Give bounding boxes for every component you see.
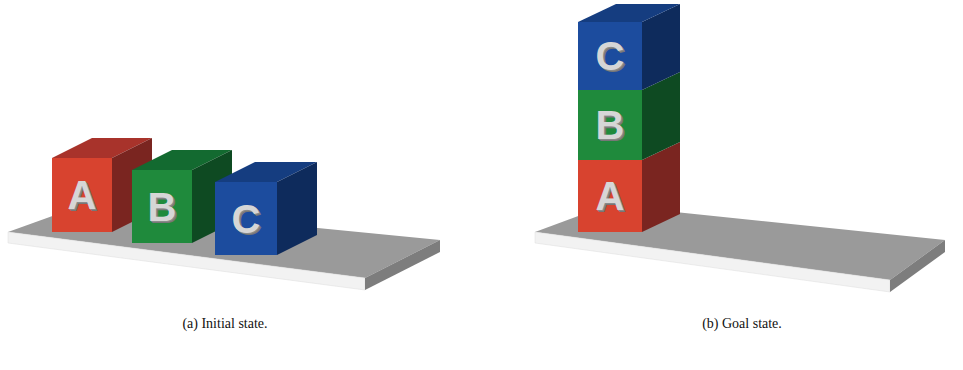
block-letter: A: [68, 175, 97, 215]
block-letter: C: [596, 36, 625, 76]
block-face: B: [132, 170, 192, 243]
block-letter: B: [148, 187, 177, 227]
subfigure-caption: (b) Goal state.: [702, 316, 782, 332]
table-side: [890, 240, 945, 292]
block-face: C: [578, 22, 642, 90]
block-letter: B: [596, 105, 625, 145]
block-side: [277, 162, 317, 255]
table-front: [535, 232, 890, 292]
block-letter: A: [596, 176, 625, 216]
subfigure-caption: (a) Initial state.: [182, 316, 267, 332]
block-face: C: [215, 182, 277, 255]
block-face: A: [52, 158, 112, 232]
block-face: A: [578, 160, 642, 232]
block-letter: C: [232, 199, 261, 239]
table-side: [365, 240, 440, 290]
block-top: [578, 4, 680, 22]
block-face: B: [578, 90, 642, 160]
